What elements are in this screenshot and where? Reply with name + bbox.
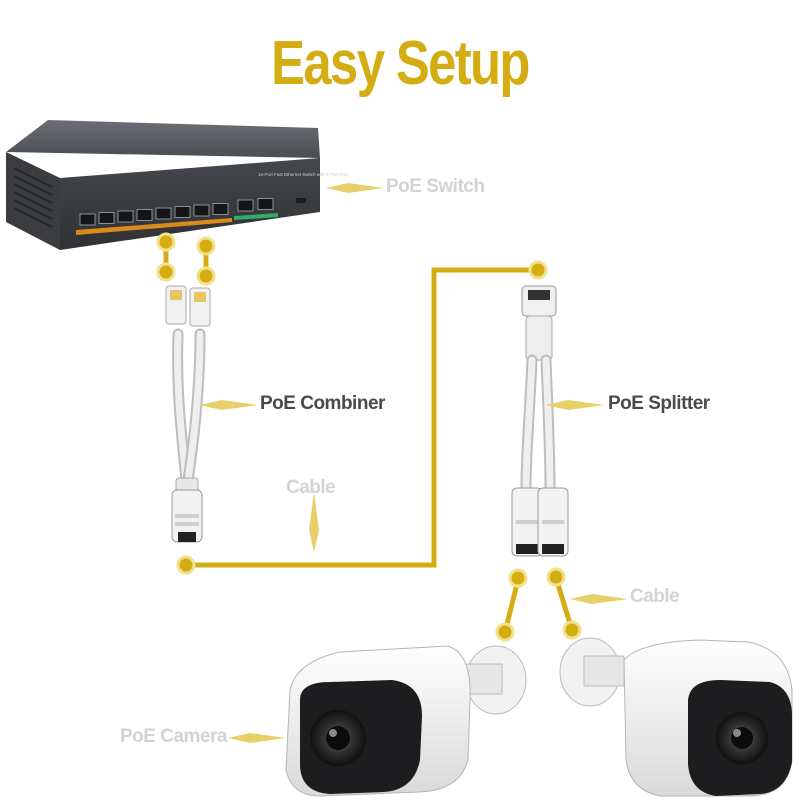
page-title: Easy Setup (271, 29, 530, 98)
switch-ports (79, 198, 274, 226)
poe-camera-right (559, 637, 793, 797)
poe-splitter (511, 285, 569, 557)
label-poe-splitter: PoE Splitter (608, 393, 710, 414)
pointer-arrows (200, 183, 628, 743)
switch-button (296, 198, 306, 203)
switch-port (98, 212, 115, 224)
switch-port (117, 210, 134, 223)
dot-camera-left (495, 622, 515, 642)
dot-splitter-output-2 (546, 567, 566, 587)
arrow-poe-camera (228, 733, 286, 743)
poe-switch: 16-Port Fast Ethernet Switch with 8-Port… (6, 120, 348, 250)
combiner-plug-2-pins (194, 292, 206, 302)
dot-combiner-output (176, 555, 196, 575)
switch-port (212, 203, 229, 215)
switch-port (174, 206, 191, 218)
arrow-poe-combiner (200, 400, 258, 410)
arrow-cable-1 (309, 492, 319, 552)
switch-port (155, 207, 172, 220)
connection-dots (156, 232, 582, 642)
label-poe-combiner: PoE Combiner (260, 393, 385, 414)
switch-port (257, 198, 274, 210)
dot-camera-right (562, 620, 582, 640)
dot-combiner-plug-2 (196, 266, 216, 286)
poe-combiner (165, 285, 211, 543)
label-cable-2: Cable (630, 586, 680, 607)
dot-splitter-input (528, 260, 548, 280)
dot-switch-port-1 (156, 232, 176, 252)
uplink-strip (234, 213, 278, 220)
cable-combiner-to-splitter (183, 267, 541, 568)
dot-switch-port-2 (196, 236, 216, 256)
switch-port (237, 199, 254, 212)
combiner-plug-1-pins (170, 290, 182, 300)
poe-camera-left (285, 645, 527, 797)
arrow-poe-splitter (546, 400, 604, 410)
arrow-poe-switch (326, 183, 384, 193)
switch-top (6, 120, 320, 158)
arrow-cable-2 (570, 594, 628, 604)
label-cable-1: Cable (286, 477, 336, 498)
dot-combiner-plug-1 (156, 262, 176, 282)
switch-panel-text: 16-Port Fast Ethernet Switch with 8-Port… (258, 172, 348, 177)
switch-port (193, 204, 210, 217)
switch-port (79, 213, 96, 226)
switch-vents (13, 167, 53, 228)
label-poe-camera: PoE Camera (120, 726, 227, 747)
dot-splitter-output-1 (508, 568, 528, 588)
poe-port-strip (76, 218, 232, 235)
label-poe-switch: PoE Switch (386, 176, 485, 197)
switch-port (136, 209, 153, 221)
